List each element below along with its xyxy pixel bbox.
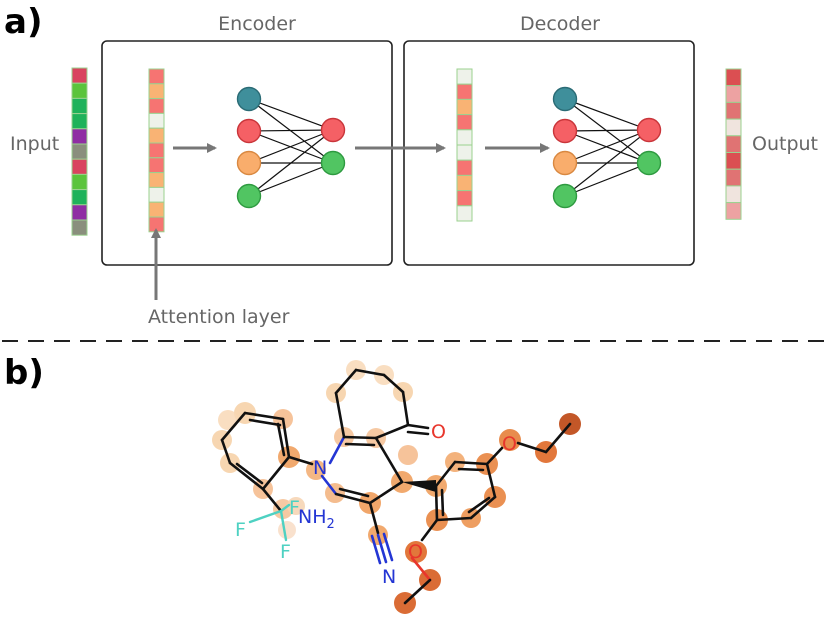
attention-vector-cell (148, 172, 165, 188)
network-node (320, 150, 346, 176)
input-vector-cell (71, 128, 88, 145)
attention-vector-cell (148, 201, 165, 218)
output-vector (725, 68, 742, 220)
input-vector-cell (71, 219, 88, 236)
encoder-label: Encoder (218, 13, 296, 35)
atom-fluorine-1: F (289, 497, 300, 519)
attention-vector-cell (148, 127, 165, 144)
attention-vector-cell (148, 216, 165, 233)
output-vector-cell (725, 101, 742, 120)
network-edge (248, 129, 334, 197)
input-vector-cell (71, 143, 88, 160)
atom-fluorine-2: F (235, 519, 246, 541)
output-vector-cell (725, 185, 742, 204)
decoder-box (403, 40, 695, 266)
network-edge (564, 98, 650, 131)
network-edge (564, 129, 650, 197)
network-node (320, 117, 346, 143)
atom-amine: NH2 (298, 506, 335, 532)
attention-vector-cell (148, 112, 165, 129)
molecule-bonds (220, 368, 572, 605)
encoder-box (101, 40, 393, 266)
atom-nitrogen-ring: N (313, 457, 327, 479)
network-node (552, 150, 578, 176)
attention-vector-cell (148, 142, 165, 159)
output-vector-cell (725, 118, 742, 137)
atom-fluorine-3: F (280, 541, 291, 563)
decoder-vector-cell (456, 83, 473, 100)
network-node (236, 86, 262, 112)
attention-vector-cell (148, 157, 165, 174)
decoder-vector-cell (456, 129, 473, 146)
panel-a-label: a) (4, 2, 42, 42)
input-vector-cell (71, 173, 88, 191)
network-edge (248, 162, 334, 197)
network-edge (248, 129, 334, 132)
input-vector-cell (71, 189, 88, 206)
input-vector-cell (71, 67, 88, 84)
output-vector-cell (725, 135, 742, 154)
atom-nitrile-nitrogen: N (382, 566, 396, 588)
input-label: Input (10, 133, 59, 155)
attention-vector-cell (148, 98, 165, 114)
input-vector-cell (71, 204, 88, 221)
output-vector-cell (725, 202, 742, 220)
decoder-vector-cell (456, 159, 473, 176)
network-node (636, 150, 662, 176)
attention-vector (148, 68, 165, 233)
decoder-vector-cell (456, 68, 473, 85)
output-vector-cell (725, 68, 742, 87)
stereo-wedge-bond (402, 480, 436, 492)
decoder-vector-cell (456, 190, 473, 207)
network-node (236, 183, 262, 209)
network-edge (564, 162, 650, 197)
atom-oxygen-ether-1: O (502, 433, 517, 455)
network-node (552, 118, 578, 144)
network-node (636, 117, 662, 143)
network-node (552, 86, 578, 112)
cf3-bonds (248, 503, 291, 542)
decoder-vector-cell (456, 144, 473, 161)
input-vector-cell (71, 82, 88, 99)
input-vector-cell (71, 158, 88, 175)
output-vector-cell (725, 168, 742, 187)
output-label: Output (752, 133, 818, 155)
decoder-label: Decoder (520, 13, 600, 35)
panel-b-label: b) (4, 353, 44, 393)
network-node (552, 183, 578, 209)
network-node (236, 118, 262, 144)
network-edge (564, 129, 650, 164)
attention-vector-cell (148, 83, 165, 100)
network-edge (248, 129, 334, 164)
atom-labels: O N NH2 F F F O O N (235, 421, 517, 588)
decoder-vector (456, 68, 473, 222)
output-vector-cell (725, 152, 742, 170)
network-edge (248, 98, 334, 131)
attention-vector-cell (148, 186, 165, 203)
decoder-vector-cell (456, 174, 473, 192)
network-node (236, 150, 262, 176)
attention-layer-label: Attention layer (148, 306, 290, 328)
network-edge (564, 129, 650, 132)
atom-oxygen-ketone: O (431, 421, 446, 443)
input-vector-cell (71, 97, 88, 115)
input-vector (71, 67, 88, 236)
atom-oxygen-ether-2: O (408, 541, 423, 563)
decoder-network (552, 86, 662, 209)
output-vector-cell (725, 85, 742, 103)
encoder-network (236, 86, 346, 209)
decoder-vector-cell (456, 205, 473, 222)
input-vector-cell (71, 113, 88, 130)
attention-vector-cell (148, 68, 165, 85)
decoder-vector-cell (456, 114, 473, 131)
decoder-vector-cell (456, 98, 473, 116)
